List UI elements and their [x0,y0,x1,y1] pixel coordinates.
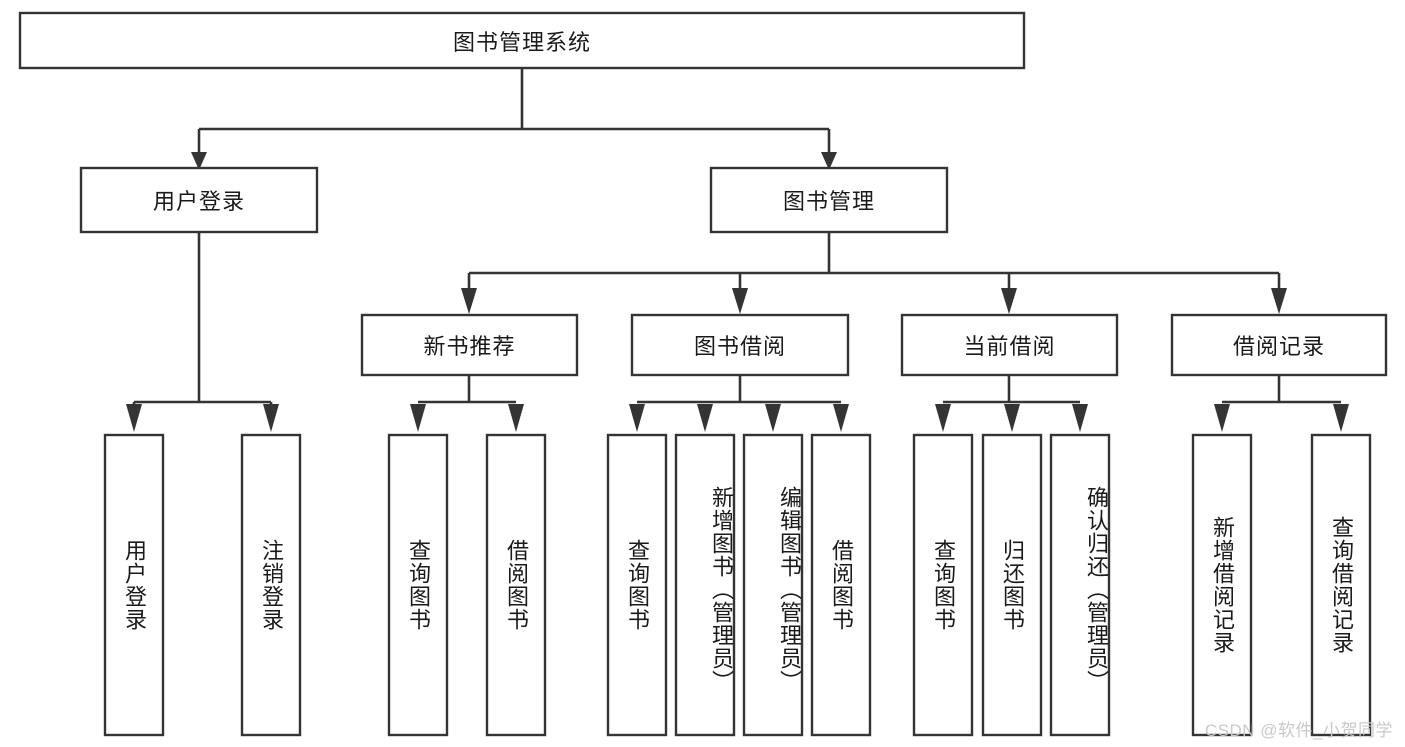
arrowhead-leaf-borrow-book-1 [508,404,524,432]
node-box-leaf-query-book-2[interactable] [606,433,668,737]
arrowhead-leaf-add-book [697,404,713,432]
node-box-book-borrow[interactable] [630,313,850,377]
arrowhead-borrow-record [1271,288,1287,314]
arrowhead-leaf-edit-book [765,404,781,432]
node-box-book-manage[interactable] [709,166,949,234]
arrowhead-leaf-return-book [1004,404,1020,432]
node-box-new-book-rec[interactable] [360,313,579,377]
node-box-leaf-return-book[interactable] [981,433,1043,737]
node-box-leaf-borrow-book-1[interactable] [485,433,547,737]
arrowhead-leaf-query-book-2 [629,404,645,432]
connector-group-borrow-record [1214,375,1349,432]
arrowhead-user-login [191,152,207,170]
connector-group-user-login [126,232,279,432]
connector-group-book-manage [461,232,1287,314]
arrowhead-book-manage [821,152,837,170]
connector-group-current-borrow [935,375,1088,432]
node-box-leaf-query-book-1[interactable] [387,433,449,737]
arrowhead-leaf-query-record [1333,404,1349,432]
arrowhead-current-borrow [1001,288,1017,314]
arrowhead-leaf-add-record [1214,404,1230,432]
node-box-leaf-logout[interactable] [240,433,302,737]
connector-group-new-book-rec [410,375,524,432]
arrowhead-leaf-query-book-1 [410,404,426,432]
arrowhead-book-borrow [732,288,748,314]
arrowhead-leaf-borrow-book-2 [833,404,849,432]
node-box-leaf-add-book[interactable] [674,433,736,737]
node-box-current-borrow[interactable] [900,313,1119,377]
node-box-leaf-borrow-book-2[interactable] [810,433,872,737]
node-box-leaf-user-login[interactable] [103,433,165,737]
arrowhead-leaf-user-login [126,404,142,432]
arrowhead-leaf-confirm-return [1072,404,1088,432]
node-box-leaf-query-record[interactable] [1310,433,1372,737]
arrowhead-leaf-logout [263,404,279,432]
node-box-leaf-edit-book[interactable] [742,433,804,737]
node-box-leaf-add-record[interactable] [1191,433,1253,737]
node-box-leaf-query-book-3[interactable] [912,433,974,737]
connector-group-book-borrow [629,375,849,432]
node-box-leaf-confirm-return[interactable] [1049,433,1111,737]
node-box-borrow-record[interactable] [1170,313,1388,377]
node-box-root[interactable] [18,11,1026,70]
node-box-user-login[interactable] [79,166,319,234]
arrowhead-leaf-query-book-3 [935,404,951,432]
arrowhead-new-book-rec [461,288,477,314]
connector-group-root [191,68,837,170]
